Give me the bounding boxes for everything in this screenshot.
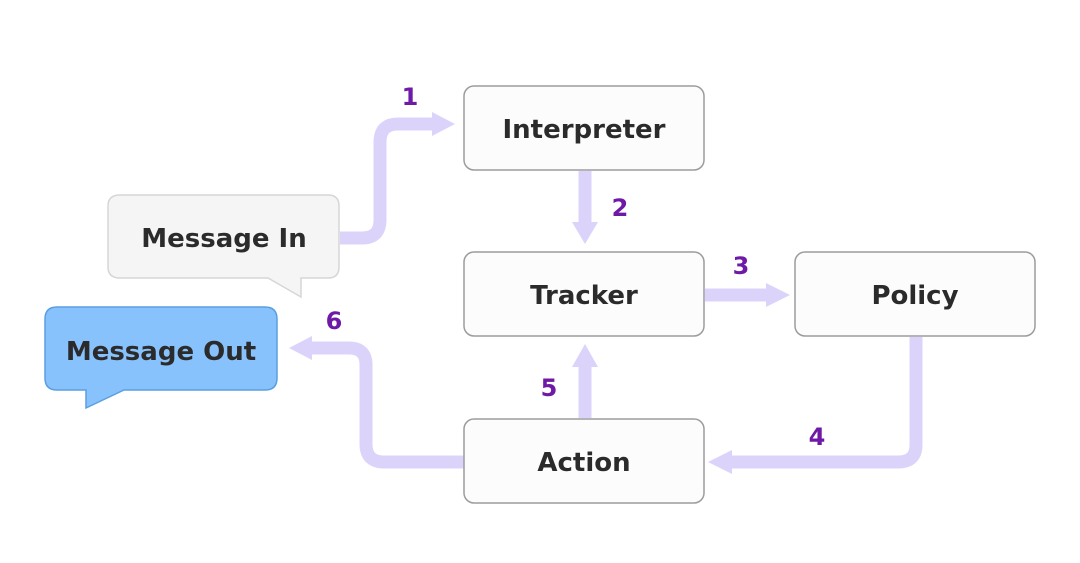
step-label-6: 6 (326, 307, 343, 335)
arrow-4-policy-to-action (708, 337, 923, 474)
action-label: Action (537, 448, 630, 478)
action-node: Action (463, 418, 705, 504)
tracker-node: Tracker (463, 251, 705, 337)
message-out-label: Message Out (66, 337, 256, 367)
step-label-1: 1 (402, 83, 419, 111)
arrow-5-action-to-tracker (572, 344, 598, 418)
step-label-2: 2 (612, 194, 629, 222)
arrow-6-action-to-message-out (289, 336, 465, 469)
step-label-4: 4 (809, 423, 826, 451)
policy-label: Policy (871, 281, 958, 311)
message-in-label: Message In (141, 224, 306, 254)
arrow-1-message-in-to-interpreter (340, 112, 455, 245)
interpreter-label: Interpreter (502, 115, 665, 145)
tracker-label: Tracker (530, 281, 638, 311)
policy-node: Policy (794, 251, 1036, 337)
message-in-bubble: Message In (107, 194, 340, 299)
message-out-bubble: Message Out (44, 306, 278, 410)
arrow-2-interpreter-to-tracker (572, 171, 598, 244)
step-label-5: 5 (541, 374, 558, 402)
step-label-3: 3 (733, 252, 750, 280)
interpreter-node: Interpreter (463, 85, 705, 171)
arrow-3-tracker-to-policy (705, 283, 790, 307)
